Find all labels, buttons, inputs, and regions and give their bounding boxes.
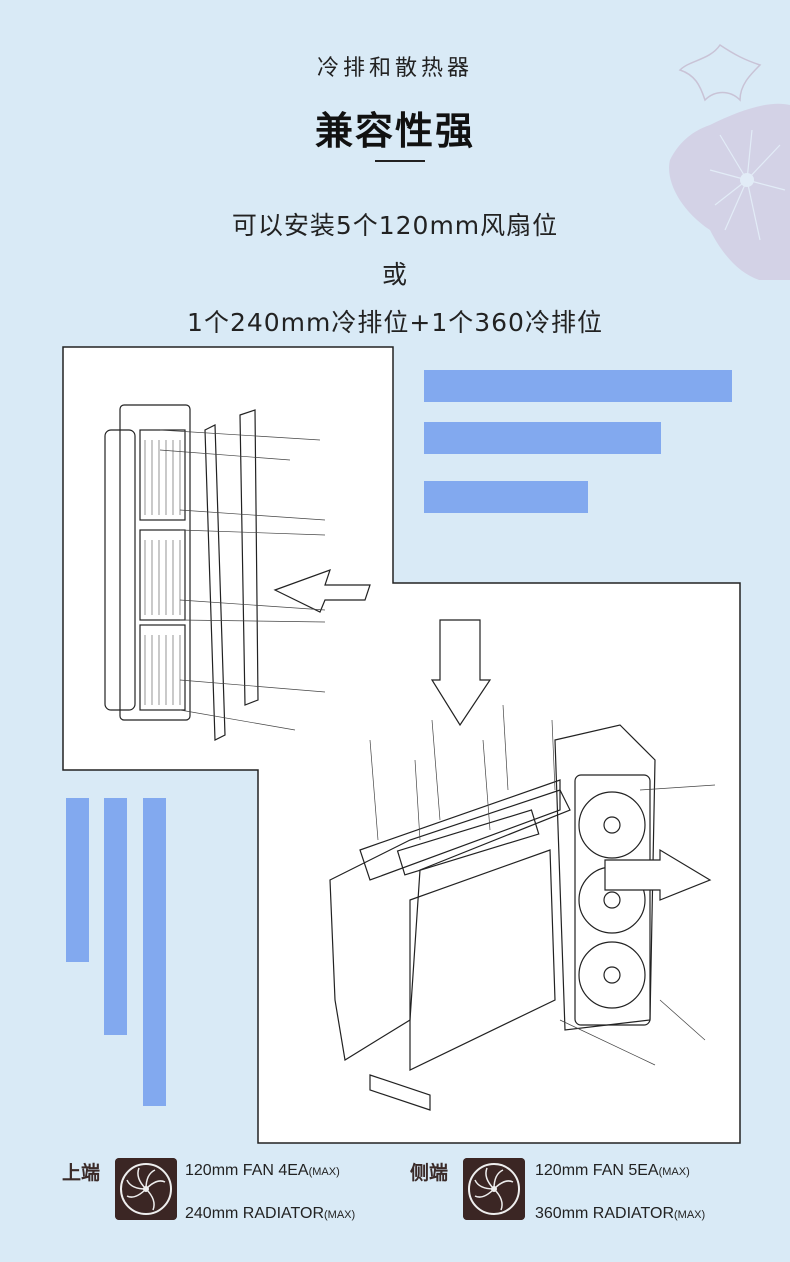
accent-bar bbox=[424, 370, 732, 402]
case-drawing bbox=[329, 619, 716, 1111]
legend-rad-text-top: 240mm RADIATOR(MAX) bbox=[185, 1205, 355, 1223]
description-line-2: 或 bbox=[381, 260, 408, 289]
radiator-spec: 240mm RADIATOR bbox=[185, 1205, 324, 1222]
accent-bar bbox=[424, 422, 661, 454]
description-line-1: 可以安装5个120mm风扇位 bbox=[231, 211, 559, 240]
radiator-spec: 360mm RADIATOR bbox=[535, 1205, 674, 1222]
title-divider bbox=[375, 160, 425, 162]
accent-bar bbox=[424, 481, 588, 513]
legend-fan-text-top: 120mm FAN 4EA(MAX) bbox=[185, 1162, 340, 1180]
cherry-blossom-decoration bbox=[669, 43, 790, 280]
legend-rad-text-side: 360mm RADIATOR(MAX) bbox=[535, 1205, 705, 1223]
legend-label-side: 侧端 bbox=[410, 1162, 449, 1184]
fan-icon bbox=[463, 1158, 525, 1220]
accent-bar bbox=[143, 798, 166, 1106]
max-suffix: (MAX) bbox=[324, 1209, 356, 1221]
description-line-3: 1个240mm冷排位+1个360冷排位 bbox=[187, 308, 603, 337]
installation-diagram bbox=[62, 346, 741, 1144]
max-suffix: (MAX) bbox=[658, 1166, 690, 1178]
legend-fan-text-side: 120mm FAN 5EA(MAX) bbox=[535, 1162, 690, 1180]
max-suffix: (MAX) bbox=[674, 1209, 706, 1221]
subtitle: 冷排和散热器 bbox=[316, 56, 473, 81]
accent-bar bbox=[66, 798, 89, 962]
legend-label-top: 上端 bbox=[62, 1162, 101, 1184]
page-title: 兼容性强 bbox=[314, 109, 475, 153]
radiator-drawing bbox=[104, 404, 371, 741]
fan-spec: 120mm FAN 5EA bbox=[535, 1162, 659, 1179]
fan-icon bbox=[115, 1158, 177, 1220]
accent-bar bbox=[104, 798, 127, 1035]
max-suffix: (MAX) bbox=[308, 1166, 340, 1178]
fan-spec: 120mm FAN 4EA bbox=[185, 1162, 309, 1179]
